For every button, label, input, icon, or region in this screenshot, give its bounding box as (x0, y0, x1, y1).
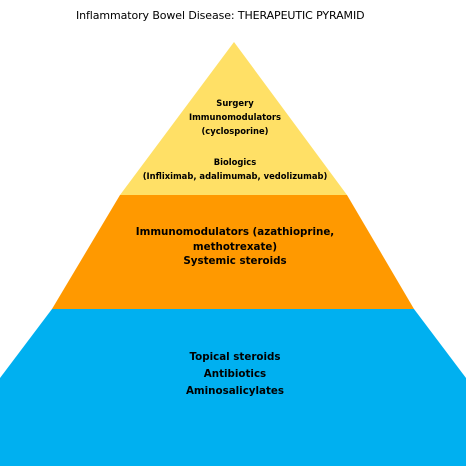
bottom-tier-topical-steroids: Topical steroids (189, 351, 281, 363)
bottom-tier-label-group: Topical steroids Antibiotics Aminosalicy… (130, 349, 340, 400)
middle-tier-systemic-steroids: Systemic steroids (183, 255, 287, 267)
top-tier-cyclosporine: (cyclosporine) (201, 126, 269, 136)
pyramid-tier-bottom (0, 309, 466, 466)
bottom-tier-aminosalicylates: Aminosalicylates (185, 385, 285, 397)
pyramid-tier-middle (52, 195, 414, 309)
top-tier-biologics-group: Biologics (Infliximab, adalimumab, vedol… (130, 155, 340, 183)
middle-tier-methotrexate: methotrexate) (192, 240, 278, 253)
middle-tier-immunomodulators: Immunomodulators (azathioprine, (135, 226, 335, 238)
pyramid-tier-top (120, 42, 347, 195)
top-tier-biologics-agents: (Infliximab, adalimumab, vedolizumab) (142, 171, 328, 181)
top-tier-label-group: Surgery Immunomodulators (cyclosporine) (130, 96, 340, 138)
bottom-tier-antibiotics: Antibiotics (203, 368, 267, 380)
top-tier-immunomodulators: Immunomodulators (188, 112, 282, 122)
top-tier-biologics: Biologics (213, 157, 257, 167)
middle-tier-label-group: Immunomodulators (azathioprine, methotre… (110, 225, 360, 269)
top-tier-surgery: Surgery (216, 98, 254, 108)
diagram-title: Inflammatory Bowel Disease: THERAPEUTIC … (76, 9, 365, 22)
